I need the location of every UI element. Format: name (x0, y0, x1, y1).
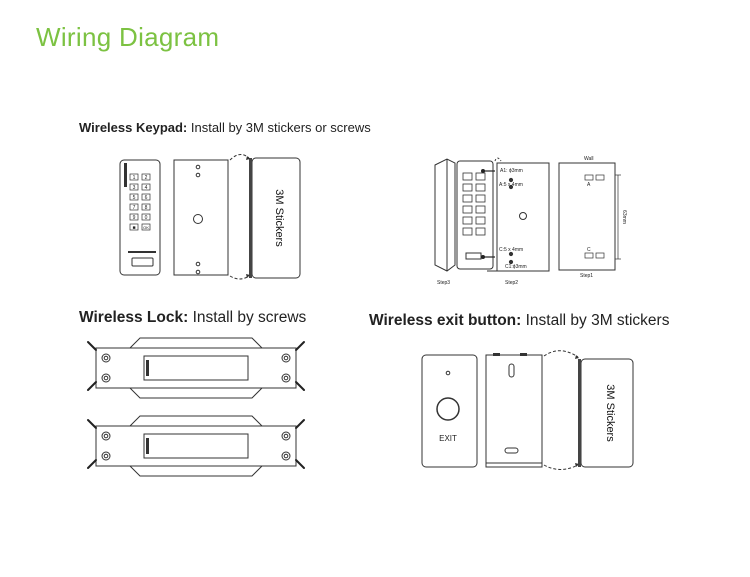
keypad-card-area (131, 257, 154, 267)
lock-screws (87, 341, 305, 469)
keypad-screw-diagram: A1: ϕ3mm A:5 x 4mm C:5 x 4mm C1:ϕ3mm Ste… (434, 156, 627, 286)
keypad-key: 4 (145, 185, 148, 191)
keypad-sticker-label: 3M Stickers (273, 189, 285, 247)
lock-unit-top (95, 337, 297, 399)
step3-label: Step3 (437, 280, 450, 286)
keypad-heading-text: Install by 3M stickers or screws (187, 120, 371, 135)
wall-c-label: C (587, 247, 591, 253)
step2-label: Step2 (505, 280, 518, 286)
keypad-key: 5 (133, 195, 136, 201)
lock-heading-text: Install by screws (188, 309, 307, 326)
wall-label: Wall (584, 156, 594, 162)
step1-label: Step1 (580, 273, 593, 279)
keypad-front (119, 159, 161, 276)
keypad-key: 3 (133, 185, 136, 191)
keypad-key: 2 (145, 175, 148, 181)
exit-label: EXIT (439, 434, 457, 443)
keypad-key: 6 (145, 195, 148, 201)
dim-a-label: A:5 x 4mm (499, 182, 523, 188)
lock-window (143, 355, 249, 381)
wall-panel (558, 162, 616, 271)
keypad-key: 1 (133, 175, 136, 181)
keypad-front-angled (456, 160, 494, 270)
wall-a-label: A (587, 182, 591, 188)
keypad-mount-plate (496, 162, 550, 272)
exit-button-diagram: EXIT 3M Stickers (421, 350, 634, 470)
exit-button-front (421, 354, 478, 468)
keypad-key: 9 (133, 215, 136, 221)
keypad-side (434, 158, 456, 272)
exit-push-button (436, 397, 460, 421)
page-title: Wiring Diagram (36, 22, 220, 52)
exit-button-heading-text: Install by 3M stickers (521, 312, 670, 329)
keypad-back-hole (193, 214, 203, 224)
lock-heading: Wireless Lock: Install by screws (79, 309, 306, 327)
exit-button-heading: Wireless exit button: Install by 3M stic… (369, 312, 669, 330)
exit-sticker-label: 3M Stickers (604, 384, 616, 442)
dim-a1-label: A1: ϕ3mm (500, 168, 523, 174)
keypad-sticker-diagram: 1 2 3 4 5 6 7 8 9 0 ■ OK 3M Stickers (119, 154, 301, 280)
dim-c-label: C:5 x 4mm (499, 247, 523, 253)
keypad-back-plate (173, 159, 229, 276)
lock-diagram (87, 337, 305, 477)
keypad-heading-bold: Wireless Keypad: (79, 120, 188, 135)
dim-c1-label: C1:ϕ3mm (505, 264, 527, 270)
wall-dimension-label: 63mm (621, 210, 627, 224)
keypad-heading: Wireless Keypad: Install by 3M stickers … (79, 120, 371, 135)
exit-button-heading-bold: Wireless exit button: (369, 312, 522, 329)
lock-unit-bottom (95, 415, 297, 477)
keypad-key: 8 (145, 205, 148, 211)
lock-heading-bold: Wireless Lock: (79, 309, 189, 326)
keypad-key: 0 (145, 215, 148, 221)
keypad-key: ■ (132, 225, 135, 231)
keypad-key: 7 (133, 205, 136, 211)
keypad-key: OK (143, 225, 149, 230)
exit-button-back-plate (485, 354, 543, 468)
